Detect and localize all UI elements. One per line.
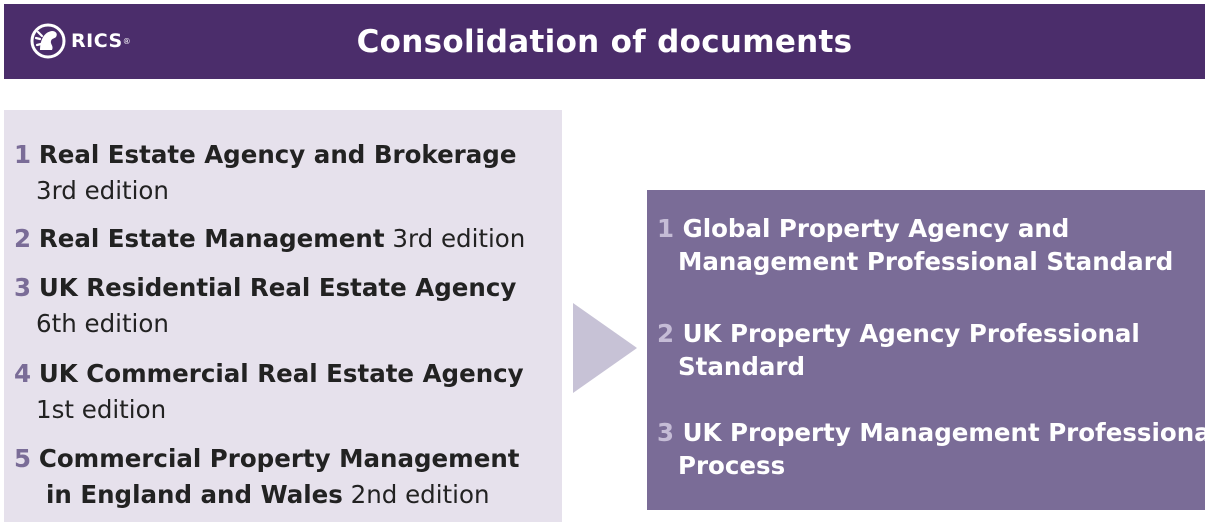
- consolidated-documents-panel: 1 Global Property Agency and Management …: [647, 190, 1209, 510]
- item-number: 1: [657, 214, 675, 243]
- item-edition: 6th edition: [36, 309, 169, 338]
- rics-logo: RICS®: [28, 20, 131, 62]
- list-item: 3 UK Property Management Professional Pr…: [657, 416, 1209, 482]
- item-title: Real Estate Management: [38, 224, 385, 253]
- item-title: Commercial Property Management: [38, 444, 520, 473]
- logo-registered-mark: ®: [122, 36, 131, 46]
- item-title: UK Property Agency Professional: [682, 319, 1140, 348]
- arrow-right-icon: [573, 303, 637, 393]
- item-title: UK Residential Real Estate Agency: [38, 273, 517, 302]
- list-item: 1 Global Property Agency and Management …: [657, 212, 1173, 278]
- header-banner: RICS® Consolidation of documents: [4, 4, 1205, 79]
- item-number: 1: [14, 140, 32, 169]
- logo-text: RICS: [71, 30, 123, 52]
- list-item: 4 UK Commercial Real Estate Agency 1st e…: [14, 356, 524, 428]
- source-documents-panel: 1 Real Estate Agency and Brokerage 3rd e…: [4, 110, 562, 522]
- item-title-continued: Process: [678, 451, 786, 480]
- list-item: 5 Commercial Property Management in Engl…: [14, 441, 519, 513]
- item-title-continued: in England and Wales: [46, 480, 343, 509]
- item-title: UK Commercial Real Estate Agency: [38, 359, 524, 388]
- list-item: 2 UK Property Agency Professional Standa…: [657, 317, 1140, 383]
- item-title: Real Estate Agency and Brokerage: [38, 140, 517, 169]
- list-item: 2 Real Estate Management 3rd edition: [14, 221, 525, 257]
- item-title-continued: Standard: [678, 352, 806, 381]
- page-title: Consolidation of documents: [356, 23, 853, 60]
- item-title: Global Property Agency and: [682, 214, 1070, 243]
- item-number: 2: [657, 319, 675, 348]
- lion-icon: [30, 23, 66, 59]
- item-title: UK Property Management Professional: [682, 418, 1209, 447]
- list-item: 1 Real Estate Agency and Brokerage 3rd e…: [14, 137, 516, 209]
- item-number: 5: [14, 444, 32, 473]
- item-edition: 2nd edition: [350, 480, 490, 509]
- item-edition: 3rd edition: [36, 176, 169, 205]
- item-number: 2: [14, 224, 32, 253]
- item-number: 3: [657, 418, 675, 447]
- item-edition: 1st edition: [36, 395, 167, 424]
- item-edition: 3rd edition: [392, 224, 526, 253]
- item-title-continued: Management Professional Standard: [678, 247, 1174, 276]
- item-number: 3: [14, 273, 32, 302]
- list-item: 3 UK Residential Real Estate Agency 6th …: [14, 270, 516, 342]
- item-number: 4: [14, 359, 32, 388]
